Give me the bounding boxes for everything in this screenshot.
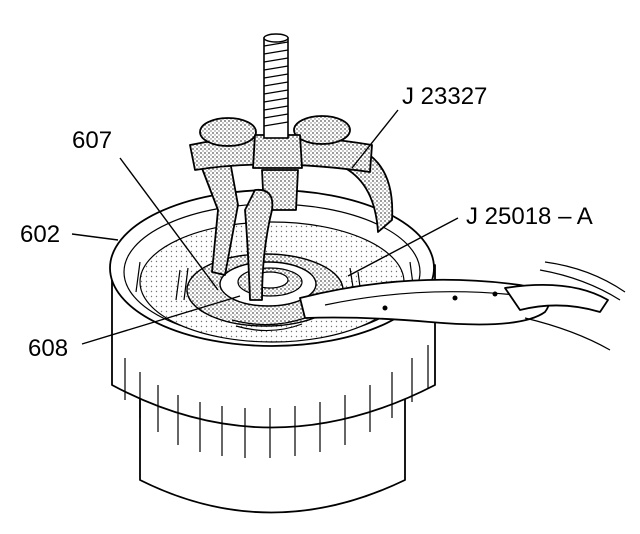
callout-j23327: J 23327 [402,83,487,110]
leader-608 [81,295,241,345]
puller-frame-tool [189,115,394,301]
leader-j23327 [351,109,399,169]
callout-607: 607 [72,127,112,154]
callout-j25018a: J 25018 – A [466,203,593,230]
leader-j25018a [347,217,459,277]
callout-602: 602 [20,221,60,248]
callout-608: 608 [28,335,68,362]
clutch-housing [109,189,436,514]
compressor-bar-tool [299,261,626,351]
forcing-screw [263,33,289,139]
leader-lines [71,109,459,345]
leader-602 [71,233,119,241]
leader-607 [119,157,219,291]
